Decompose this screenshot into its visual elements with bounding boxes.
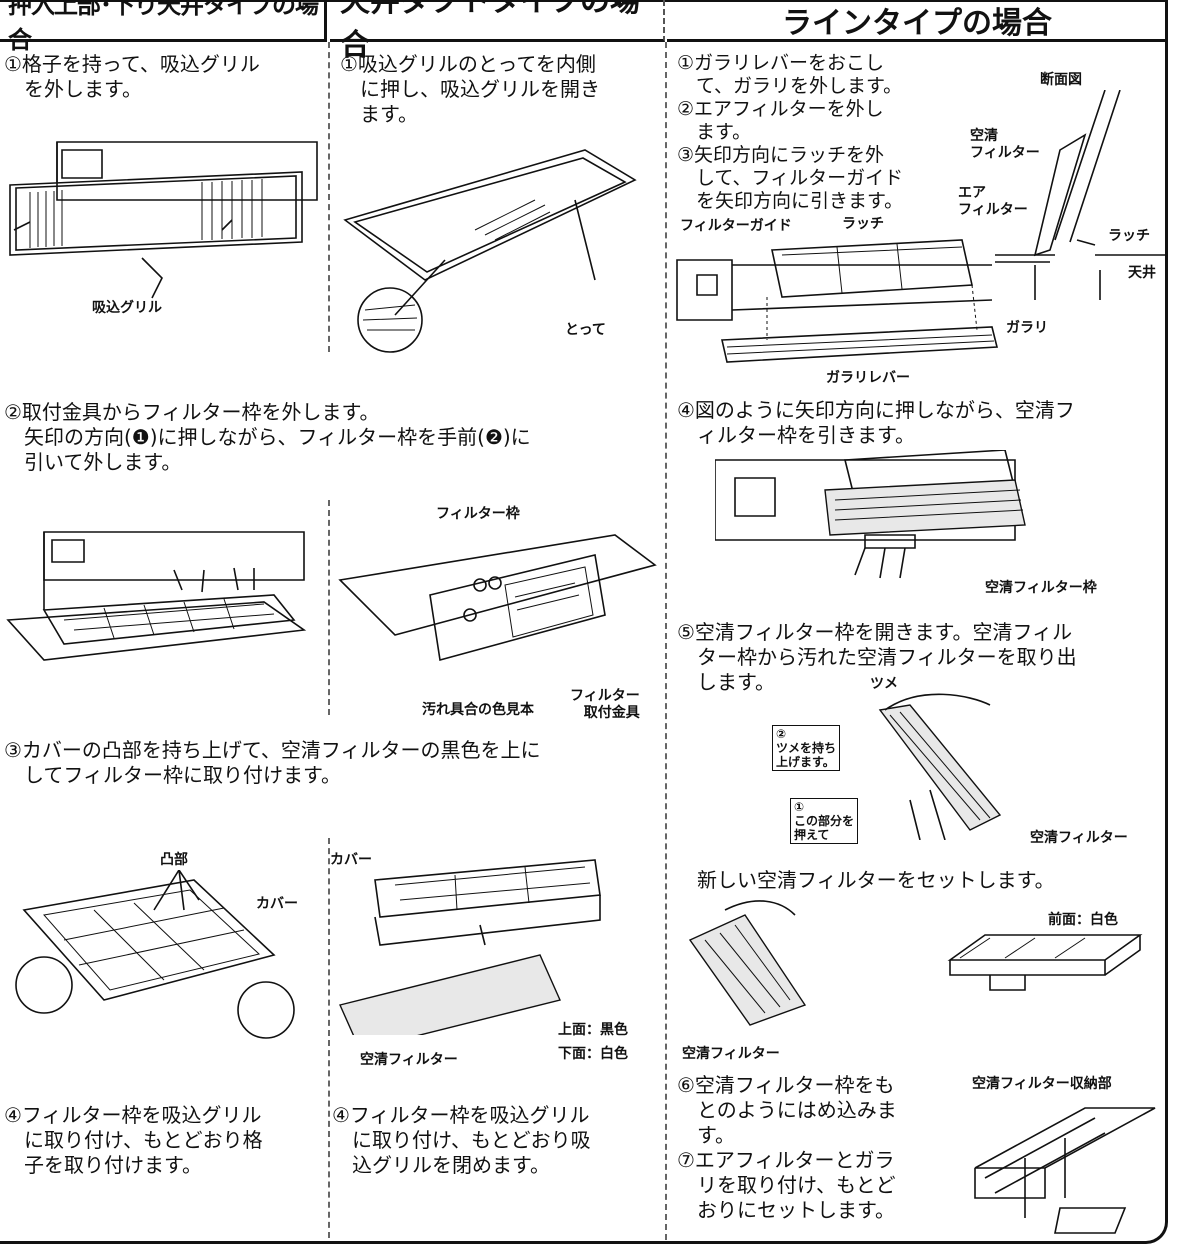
divider-col1 — [328, 42, 330, 352]
label-filter-bracket: フィルター 取付金具 — [570, 688, 640, 721]
label-clean-filter-section: 空清 フィルター — [970, 128, 1040, 161]
label-filter-guide: フィルターガイド — [680, 218, 792, 234]
label-louver-lever: ガラリレバー — [826, 370, 910, 386]
col1-step1-text: ①格子を持って、吸込グリル を外します。 — [4, 52, 260, 101]
header-closet-type: 押入上部･下り天井タイプの場合 — [0, 0, 327, 54]
step3-text: ③カバーの凸部を持ち上げて、空清フィルターの黒色を上に してフィルター枠に取り付… — [4, 738, 541, 787]
filter-take-out-figure — [770, 690, 1020, 840]
col1-step4-text: ④フィルター枠を吸込グリル に取り付け、もとどおり格 子を取り付けます。 — [4, 1103, 263, 1177]
filter-frame-removal-figure-closet — [4, 520, 314, 695]
label-clean-filter-b: 空清フィルター — [682, 1046, 780, 1062]
filter-frame-pull-figure — [715, 450, 1155, 580]
new-filter-hand-figure — [685, 895, 815, 1030]
label-clean-filter-col2: 空清フィルター — [360, 1052, 458, 1068]
header-line-type: ラインタイプの場合 — [667, 0, 1167, 42]
label-cover-left: カバー — [256, 896, 298, 912]
col2-step4-text: ④フィルター枠を吸込グリル に取り付け、もとどおり吸 込グリルを閉めます。 — [332, 1103, 591, 1177]
label-filter-storage: 空清フィルター収納部 — [972, 1076, 1112, 1092]
grille-removal-figure — [2, 130, 322, 320]
label-filter-frame: フィルター枠 — [436, 506, 520, 522]
divider-col2 — [665, 42, 667, 1240]
label-louver: ガラリ — [1006, 320, 1048, 336]
filter-frame-removal-figure-ceiling — [335, 525, 660, 690]
new-filter-text: 新しい空清フィルターをセットします。 — [697, 868, 1055, 892]
label-suction-grille: 吸込グリル — [92, 300, 162, 316]
label-ceiling: 天井 — [1128, 265, 1156, 281]
label-section-view: 断面図 — [1040, 72, 1082, 88]
cover-lift-figure — [4, 870, 319, 1045]
label-handle: とって — [565, 322, 606, 338]
col3-step4-text: ④図のように矢印方向に押しながら、空清フ ィルター枠を引きます。 — [677, 398, 1075, 447]
label-cover-right: カバー — [330, 852, 372, 868]
label-air-filter-section: エア フィルター — [958, 185, 1028, 218]
filter-assembly-figure — [335, 855, 660, 1035]
col3-steps1-3-text: ①ガラリレバーをおこし て、ガラリを外します。 ②エアフィルターを外し ます。 … — [677, 52, 904, 212]
label-latch-section: ラッチ — [1108, 228, 1150, 244]
label-boss: 凸部 — [160, 852, 188, 868]
col3-step5-text: ⑤空清フィルター枠を開きます。空清フィル ター枠から汚れた空清フィルターを取り出… — [677, 620, 1077, 694]
header-ceiling-duct-type: 天井ダクトタイプの場合 — [330, 0, 665, 63]
divider-col1-mid — [328, 500, 330, 715]
label-top-black: 上面：黒色 — [558, 1022, 628, 1038]
divider-col1-low — [328, 838, 330, 1238]
label-claw: ツメ — [870, 676, 898, 692]
label-bottom-white: 下面：白色 — [558, 1046, 628, 1062]
section-view-figure — [995, 90, 1165, 305]
label-front-white: 前面：白色 — [1048, 912, 1118, 928]
col3-steps6-7-text: ⑥空清フィルター枠をも とのようにはめ込みま す。 ⑦エアフィルターとガラ リを… — [677, 1073, 897, 1222]
callout-lift-claw: ② ツメを持ち 上げます。 — [772, 725, 841, 771]
louver-removal-figure — [672, 235, 1002, 380]
label-color-sample: 汚れ具合の色見本 — [422, 702, 534, 718]
label-latch-main: ラッチ — [842, 216, 884, 232]
ceiling-grille-figure — [335, 140, 660, 355]
step2-text: ②取付金具からフィルター枠を外します。 矢印の方向(❶)に押しながら、フィルター… — [4, 400, 531, 474]
new-filter-front-figure — [945, 930, 1145, 1005]
col2-step1-text: ①吸込グリルのとってを内側 に押し、吸込グリルを開き ます。 — [340, 52, 600, 126]
label-clean-filter-a: 空清フィルター — [1030, 830, 1128, 846]
filter-storage-figure — [965, 1098, 1160, 1238]
callout-press-here: ① この部分を 押えて — [790, 798, 859, 844]
label-clean-filter-frame: 空清フィルター枠 — [985, 580, 1097, 596]
